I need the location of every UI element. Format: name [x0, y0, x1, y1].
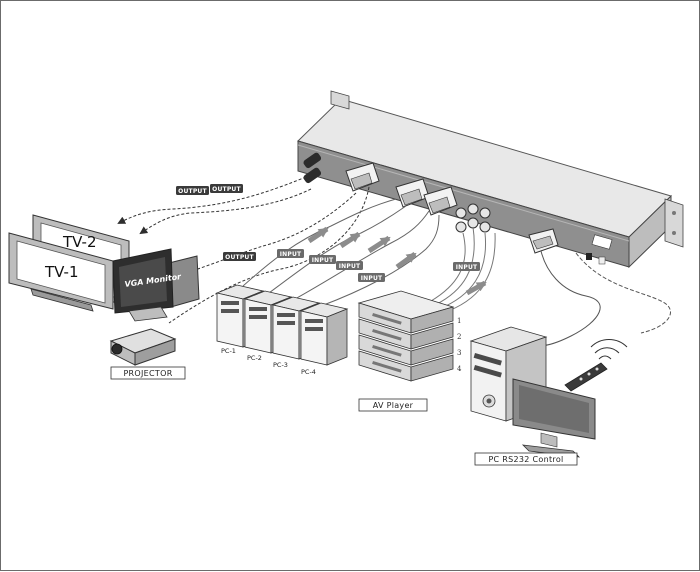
- av-number-3: 3: [457, 349, 461, 357]
- input-tag-5: INPUT: [453, 262, 480, 271]
- pc-control-caption: PC RS232 Control: [475, 453, 577, 465]
- av-player-stack: [359, 291, 453, 381]
- av-number-2: 2: [457, 333, 461, 341]
- input-tag-5-text: INPUT: [456, 264, 478, 271]
- pc-1-label: PC-1: [221, 347, 236, 355]
- pc-3-label: PC-3: [273, 361, 288, 369]
- projector: [111, 329, 175, 365]
- pc-4: [301, 303, 347, 365]
- av-number-4: 4: [457, 365, 462, 373]
- pc-4-label: PC-4: [301, 368, 316, 376]
- av-player-caption-text: AV Player: [373, 401, 414, 410]
- remote-control: [565, 363, 607, 391]
- av-number-1: 1: [457, 317, 461, 325]
- rack-ear-right: [665, 199, 683, 247]
- control-pc-monitor: [513, 379, 595, 457]
- input-tag-1-text: INPUT: [280, 251, 302, 258]
- output-tag-1-text: OUTPUT: [178, 188, 207, 195]
- input-tag-3: INPUT: [336, 261, 363, 270]
- input-tag-4-text: INPUT: [361, 275, 383, 282]
- input-tag-2-text: INPUT: [312, 257, 334, 264]
- projector-caption: PROJECTOR: [111, 367, 185, 379]
- input-tag-3-text: INPUT: [339, 263, 361, 270]
- projector-caption-text: PROJECTOR: [123, 369, 172, 378]
- output-tag-3: OUTPUT: [223, 252, 256, 261]
- pc-control-caption-text: PC RS232 Control: [488, 455, 563, 464]
- output-tag-3-text: OUTPUT: [225, 254, 254, 261]
- input-tag-1: INPUT: [277, 249, 304, 258]
- output-tag-2: OUTPUT: [210, 184, 243, 193]
- output-tag-1: OUTPUT: [176, 186, 209, 195]
- input-tag-4: INPUT: [358, 273, 385, 282]
- av-player-caption: AV Player: [359, 399, 427, 411]
- vga-monitor: VGA Monitor: [113, 249, 199, 321]
- input-tag-2: INPUT: [309, 255, 336, 264]
- pc-2-label: PC-2: [247, 354, 262, 362]
- ir-signal-icon: [591, 340, 627, 360]
- output-tag-2-text: OUTPUT: [212, 186, 241, 193]
- tv-1-label: TV-1: [44, 263, 79, 281]
